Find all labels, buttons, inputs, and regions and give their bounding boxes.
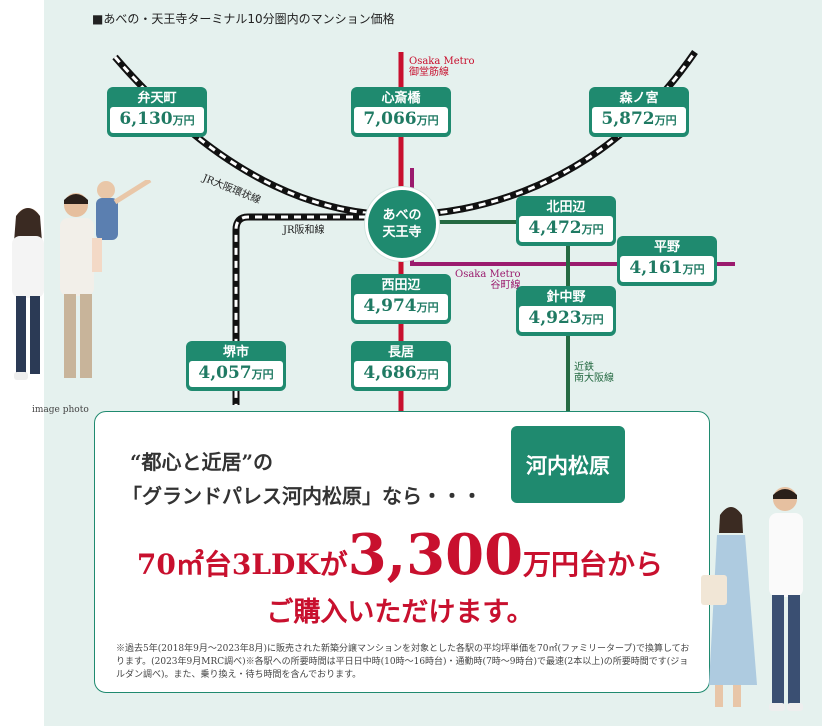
headline-sub: ご購入いただけます。 (266, 597, 534, 628)
label-kintetsu: 近鉄南大阪線 (574, 362, 614, 384)
label-jr-hanwa: JR阪和線 (283, 225, 325, 236)
family-photo-icon (12, 180, 152, 380)
headline-price: 70㎡台3LDKが3,300万円台から (136, 522, 664, 588)
station-shinsaibashi: 心斎橋 7,066万円 (351, 87, 451, 137)
hub-abeno-tennoji: あべの 天王寺 (365, 187, 439, 261)
station-hirano: 平野 4,161万円 (617, 236, 717, 286)
destination-station: 河内松原 (511, 426, 625, 503)
station-morinomiya: 森ノ宮 5,872万円 (589, 87, 689, 137)
station-nagai: 長居 4,686万円 (351, 341, 451, 391)
station-sakaishi: 堺市 4,057万円 (186, 341, 286, 391)
station-harinakano: 針中野 4,923万円 (516, 286, 616, 336)
headline-line2: 「グランドパレス河内松原」なら・・・ (122, 484, 482, 508)
headline-line1: “都心と近居”の (130, 450, 274, 474)
jr-hanwa-line (232, 213, 366, 405)
station-nishitanabe: 西田辺 4,974万円 (351, 274, 451, 324)
station-bentencho: 弁天町 6,130万円 (107, 87, 207, 137)
image-caption: image photo (32, 405, 89, 415)
map-heading: ■あべの・天王寺ターミナル10分圏内のマンション価格 (92, 12, 395, 26)
footnote: ※過去5年(2018年9月〜2023年8月)に販売された新築分譲マンションを対象… (116, 644, 690, 680)
station-kitatanabe: 北田辺 4,472万円 (516, 196, 616, 246)
couple-photo-icon (701, 487, 803, 711)
